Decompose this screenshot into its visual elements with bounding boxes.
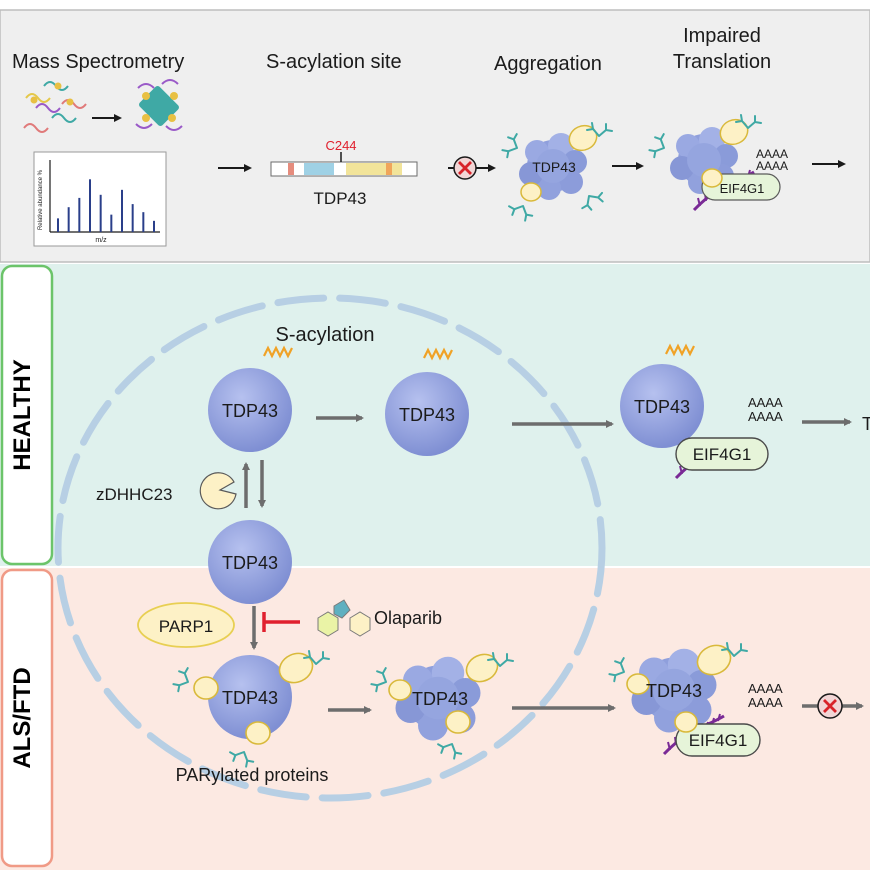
tdp43-healthy-a-label: TDP43	[222, 401, 278, 421]
disease-side-label: ALS/FTD	[9, 667, 36, 768]
disease-polya-2: AAAA	[748, 695, 783, 710]
s-acylation-label: S-acylation	[276, 324, 375, 346]
top-eif-label: EIF4G1	[720, 181, 765, 196]
parp1-label: PARP1	[159, 617, 214, 636]
top-par-bead	[701, 168, 723, 188]
top-aggregate-label: TDP43	[532, 159, 576, 175]
impaired-title-line1: Impaired	[683, 25, 761, 47]
parylated-label: PARylated proteins	[176, 765, 329, 785]
acylation-site-title: S-acylation site	[266, 51, 402, 73]
healthy-side-label: HEALTHY	[9, 359, 36, 471]
disease-eif-pill	[675, 723, 761, 757]
zdhhc23-enzyme-icon	[199, 472, 237, 510]
tdp43-healthy-b	[385, 372, 469, 456]
tdp43-disease-c-label: TDP43	[646, 681, 702, 701]
tdp43-center-label: TDP43	[222, 553, 278, 573]
disease-aggregate	[368, 652, 514, 762]
olaparib-molecule-icon	[317, 599, 371, 637]
tdp43-healthy-a	[208, 368, 292, 452]
sequence-protein-label: TDP43	[314, 189, 367, 208]
tdp43-sequence-bar	[270, 152, 418, 177]
healthy-cut-label: T	[862, 414, 870, 434]
healthy-polya-2: AAAA	[748, 409, 783, 424]
healthy-eif-label: EIF4G1	[693, 445, 752, 464]
block-x-icon	[453, 156, 477, 180]
disease-par-bead	[674, 711, 698, 733]
parp1-enzyme	[137, 602, 235, 648]
tdp43-disease-a-label: TDP43	[222, 688, 278, 708]
healthy-side-tab	[0, 264, 54, 566]
aggregation-title: Aggregation	[494, 53, 602, 75]
palmitoyl-chain-icon-b	[423, 347, 453, 361]
olaparib-label: Olaparib	[374, 608, 442, 628]
tdp43-healthy-c-label: TDP43	[634, 397, 690, 417]
healthy-polya-1: AAAA	[748, 395, 783, 410]
ms-yaxis-label: Relative abundance %	[38, 169, 44, 230]
top-aggregate	[499, 122, 613, 224]
tdp43-disease-b-label: TDP43	[412, 689, 468, 709]
enzyme-label: zDHHC23	[96, 485, 173, 504]
palmitoyl-chain-icon-c	[665, 343, 695, 357]
disease-polya-1: AAAA	[748, 681, 783, 696]
site-label: C244	[325, 138, 356, 153]
disease-eif-label: EIF4G1	[689, 731, 748, 750]
palmitoyl-chain-icon-a	[263, 345, 293, 359]
nuclear-envelope	[54, 294, 606, 802]
impaired-title-line2: Translation	[673, 51, 771, 73]
ms-xaxis-label: m/z	[95, 237, 107, 244]
disease-block-x-icon	[817, 693, 843, 719]
mass-spectrum-plot: Relative abundance % m/z	[33, 151, 167, 247]
tdp43-center	[208, 520, 292, 604]
ms-peaks	[57, 179, 155, 232]
peptide-mixture-icon	[23, 81, 87, 133]
top-impaired-complex	[646, 114, 762, 212]
top-polya-1: AAAA	[756, 147, 788, 161]
disease-side-tab	[0, 568, 54, 868]
tdp43-healthy-b-label: TDP43	[399, 405, 455, 425]
tdp43-healthy-c	[620, 364, 704, 448]
parylated-tdp43	[170, 650, 330, 770]
peptide-complex-icon	[135, 79, 183, 131]
healthy-eif-pill	[675, 437, 769, 471]
mass-spec-title: Mass Spectrometry	[12, 51, 184, 73]
disease-impaired-complex	[606, 642, 748, 756]
top-polya-2: AAAA	[756, 159, 788, 173]
